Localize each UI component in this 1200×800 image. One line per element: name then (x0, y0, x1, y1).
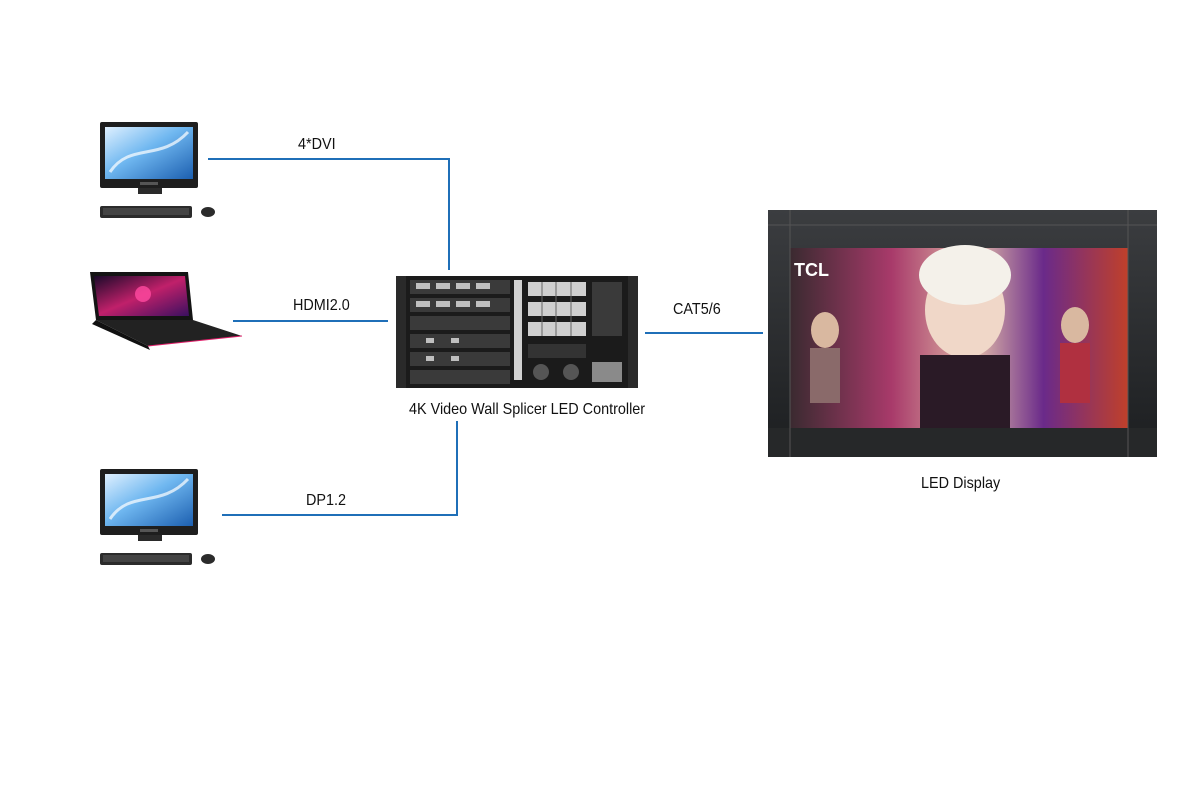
link-label-cat: CAT5/6 (673, 301, 721, 318)
controller-label: 4K Video Wall Splicer LED Controller (409, 401, 646, 418)
link-label-hdmi: HDMI2.0 (293, 297, 350, 314)
desktop-computer-icon (100, 122, 215, 218)
led-display-icon: TCL (768, 210, 1157, 457)
link-label-dvi: 4*DVI (298, 136, 336, 153)
connector-dvi (208, 158, 450, 270)
display-brand-logo: TCL (794, 260, 829, 280)
display-label: LED Display (921, 475, 1001, 492)
controller-chassis-icon (396, 276, 638, 388)
link-label-dp: DP1.2 (306, 492, 347, 509)
laptop-icon (90, 272, 243, 350)
desktop-computer-icon (100, 469, 215, 565)
connector-lines (208, 158, 763, 516)
connector-dp (222, 421, 458, 516)
